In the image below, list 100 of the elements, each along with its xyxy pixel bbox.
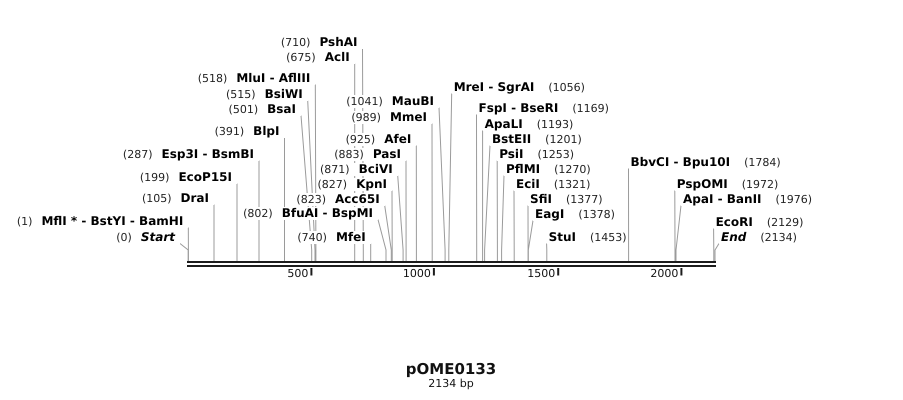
base-position: (823) (296, 192, 326, 206)
enzyme-name: SfiI (530, 192, 552, 206)
scale-label: 1000 (402, 267, 431, 280)
leader-line (482, 130, 484, 262)
base-position: (871) (320, 162, 350, 176)
enzyme-name: MreI - SgrAI (454, 80, 534, 94)
enzyme-name: BciVI (358, 162, 393, 176)
base-position: (1378) (578, 208, 615, 220)
enzyme-name: BsaI (267, 102, 296, 116)
enzyme-name: EciI (516, 178, 540, 190)
enzyme-name: PsiI (499, 148, 524, 160)
base-position: (1253) (538, 148, 574, 160)
enzyme-name: PshAI (319, 36, 358, 48)
dna-backbone (187, 261, 716, 267)
leader-line (674, 190, 676, 262)
base-position: (1453) (590, 230, 627, 244)
leader-line (397, 175, 404, 262)
enzyme-name: PasI (372, 148, 401, 160)
base-position: (802) (243, 206, 273, 220)
leader-line (501, 175, 504, 262)
enzyme-name: ApaI - BanII (683, 192, 762, 206)
scale-label: 500 (287, 267, 308, 280)
enzyme-name: Esp3I - BsmBI (162, 148, 254, 160)
enzyme-name: EcoP15I (178, 170, 232, 184)
base-position: (1169) (572, 102, 609, 114)
enzyme-name: MfeI (336, 230, 366, 244)
leader-line (384, 205, 392, 262)
leader-line (628, 168, 630, 262)
leader-line (546, 243, 548, 262)
leader-line (714, 243, 720, 262)
enzyme-name: BsiWI (264, 88, 303, 100)
leader-line (370, 243, 372, 262)
enzyme-name: FspI - BseRI (478, 102, 558, 114)
base-position: (515) (226, 88, 256, 100)
leader-line (258, 160, 260, 262)
enzyme-name: KpnI (356, 178, 387, 190)
enzyme-name: MmeI (390, 110, 427, 124)
enzyme-name: EagI (535, 208, 564, 220)
base-position: (1377) (566, 192, 603, 206)
leader-line (448, 93, 452, 262)
leader-line (236, 183, 238, 262)
leader-line (528, 220, 534, 262)
leader-line (416, 145, 417, 262)
scale-label: 2000 (650, 267, 678, 280)
leader-line (476, 114, 478, 262)
enzyme-name: StuI (548, 230, 576, 244)
leader-line (406, 160, 407, 262)
base-position: (287) (122, 148, 153, 160)
base-position: (2134) (760, 230, 797, 244)
sequence-end-label: End (721, 230, 746, 244)
leader-line (392, 190, 393, 262)
base-position: (675) (286, 50, 316, 64)
base-position: (1041) (346, 94, 383, 108)
enzyme-name: MflI * - BstYI - BamHI (41, 214, 184, 228)
enzyme-name: DraI (180, 192, 209, 204)
enzyme-name: ApaLI (484, 118, 523, 130)
base-position: (391) (214, 124, 244, 138)
base-position: (827) (318, 178, 348, 190)
enzyme-name: BstEII (492, 132, 532, 146)
enzyme-name: Acc65I (335, 192, 380, 206)
base-position: (501) (228, 102, 258, 116)
sequence-end-label: Start (140, 230, 175, 244)
base-position: (925) (346, 132, 376, 146)
base-position: (199) (140, 170, 170, 184)
base-position: (989) (351, 110, 381, 124)
leader-line (713, 228, 714, 262)
leader-line (432, 123, 433, 262)
base-position: (0) (116, 230, 132, 244)
base-position: (1201) (545, 132, 582, 146)
leader-line (284, 137, 285, 262)
base-position: (1) (16, 214, 32, 228)
enzyme-name: BlpI (253, 124, 280, 138)
base-position: (518) (198, 72, 228, 84)
enzyme-name: AclI (324, 50, 350, 64)
leader-line (188, 227, 189, 262)
leader-line (378, 219, 386, 262)
base-position: (740) (297, 230, 327, 244)
enzyme-name: BfuAI - BspMI (282, 206, 373, 220)
base-position: (1193) (536, 118, 574, 130)
enzyme-name: PflMI (506, 162, 540, 176)
leader-line (438, 107, 446, 262)
leader-line (180, 243, 189, 262)
enzyme-name: PspOMI (676, 178, 728, 190)
base-position: (1270) (554, 162, 591, 176)
base-position: (1972) (742, 178, 778, 190)
plasmid-name: pOME0133 (406, 360, 496, 378)
enzyme-name: MauBI (392, 94, 434, 108)
sequence-length: 2134 bp (428, 377, 474, 391)
base-position: (1784) (744, 156, 781, 168)
enzyme-name: AfeI (384, 132, 412, 146)
leader-line (676, 205, 682, 262)
base-position: (1321) (554, 178, 590, 190)
leader-line (528, 205, 529, 262)
scale-label: 1500 (527, 267, 556, 280)
enzyme-name: EcoRI (716, 216, 753, 228)
leader-line (496, 160, 498, 262)
base-position: (1056) (548, 80, 585, 94)
enzyme-name: MluI - AflIII (236, 72, 310, 84)
base-position: (883) (334, 148, 364, 160)
base-position: (2129) (766, 216, 804, 228)
